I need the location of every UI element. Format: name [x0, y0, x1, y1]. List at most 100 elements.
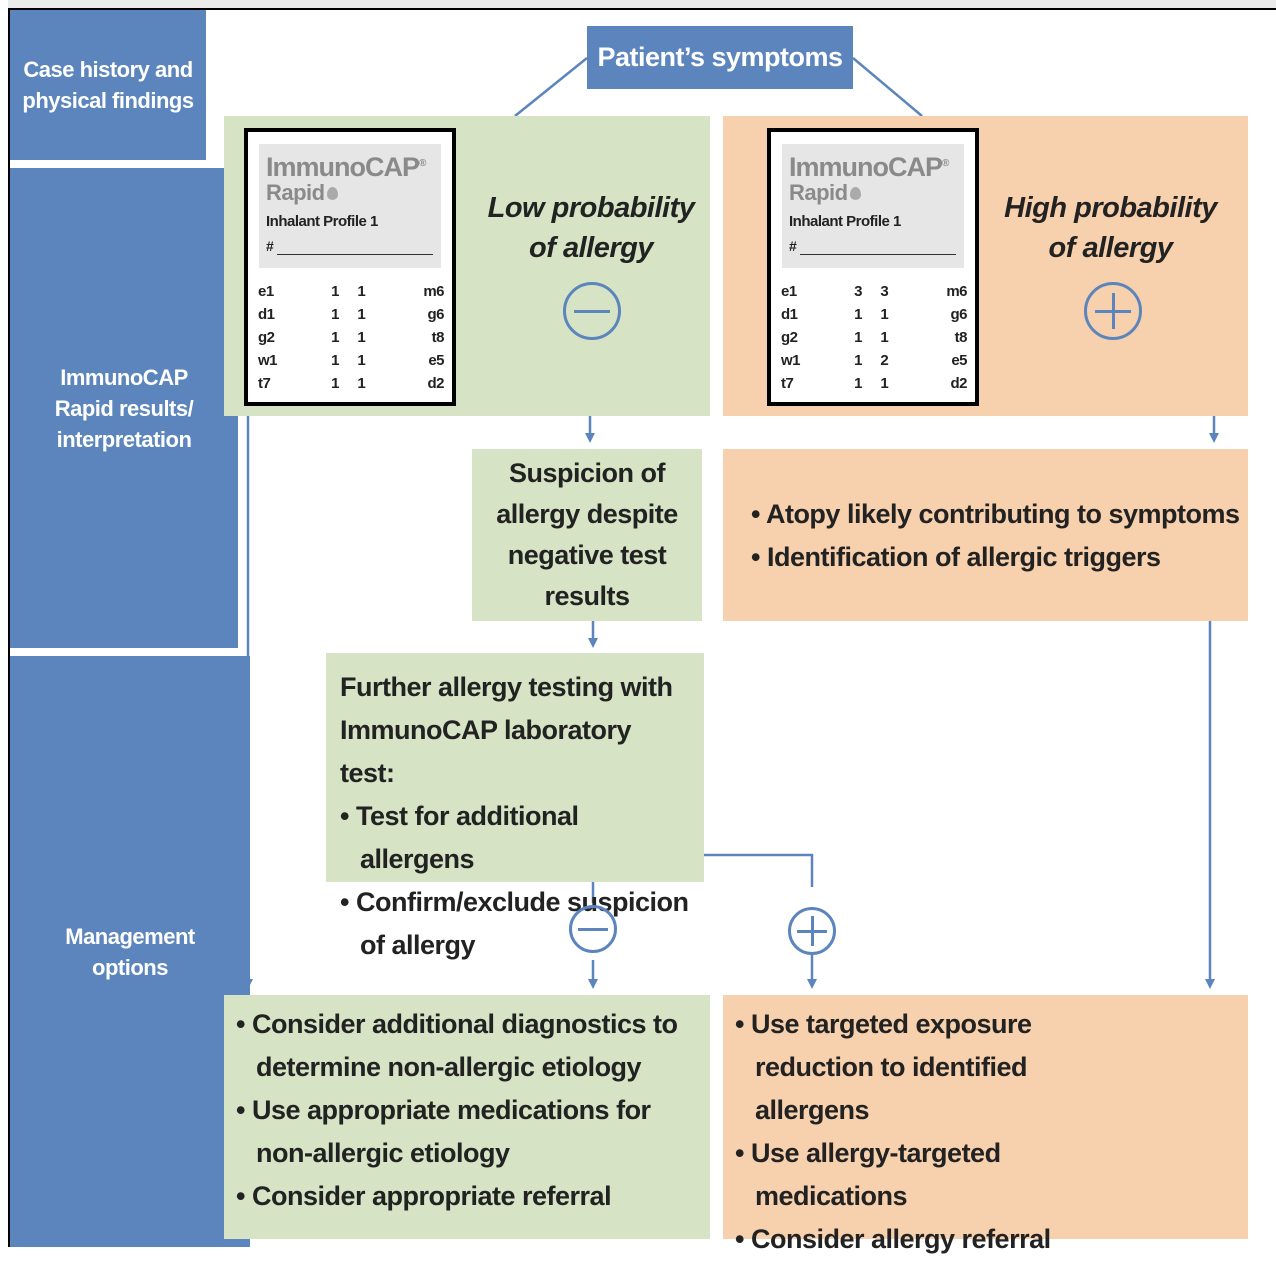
list-item: Consider appropriate referral — [236, 1175, 698, 1218]
table-row: d1 1 1 g6 — [258, 303, 444, 326]
sidebar-management: Management options — [10, 656, 250, 1247]
atopy-box: Atopy likely contributing to symptoms Id… — [723, 449, 1248, 621]
list-item: Use allergy-targeted medications — [735, 1132, 1148, 1218]
table-cell: 1 — [854, 329, 862, 346]
connector-title-right — [852, 57, 923, 117]
plus-circle-icon — [1084, 282, 1142, 340]
table-cell: d2 — [427, 375, 444, 392]
table-cell: g6 — [427, 306, 444, 323]
table-row: t7 1 1 d2 — [781, 372, 967, 395]
drop-icon — [849, 187, 861, 200]
table-cell: d1 — [781, 306, 798, 323]
minus-circle-icon — [569, 905, 617, 953]
table-cell: 1 — [331, 306, 339, 323]
card-header: ImmunoCAP® Rapid Inhalant Profile 1 # — [259, 144, 441, 268]
table-cell: 1 — [357, 375, 366, 392]
table-cell: 1 — [880, 329, 889, 346]
table-cell: 1 — [357, 306, 366, 323]
list-item: Test for additional allergens — [340, 795, 690, 881]
immunocap-card-high: ImmunoCAP® Rapid Inhalant Profile 1 # e1… — [767, 128, 979, 406]
table-cell: 1 — [880, 306, 889, 323]
table-cell: 3 — [854, 283, 862, 300]
further-heading: Further allergy testing with ImmunoCAP l… — [340, 672, 673, 788]
table-row: g2 1 1 t8 — [781, 326, 967, 349]
table-cell: 1 — [331, 352, 339, 369]
table-cell: t8 — [431, 329, 445, 346]
table-cell: 1 — [331, 375, 339, 392]
number-label: # — [266, 238, 274, 254]
table-cell: 1 — [357, 352, 366, 369]
list-item: Use appropriate medications for non-alle… — [236, 1089, 698, 1175]
high-probability-panel: ImmunoCAP® Rapid Inhalant Profile 1 # e1… — [723, 116, 1248, 416]
sidebar-case-history: Case history and physical findings — [10, 10, 206, 160]
number-line — [800, 254, 956, 255]
table-cell: m6 — [423, 283, 444, 300]
minus-circle-icon — [563, 282, 621, 340]
result-table-low: e1 1 1 m6 d1 1 1 g6 g2 1 1 t8 w1 1 1 e5 t7 1 1 d2 — [258, 280, 444, 395]
management-high-box: Use targeted exposure reduction to ident… — [723, 995, 1248, 1254]
plus-circle-icon — [788, 907, 836, 955]
table-cell: 1 — [854, 375, 862, 392]
table-row: w1 1 1 e5 — [258, 349, 444, 372]
patient-symptoms-title: Patient’s symptoms — [587, 26, 853, 89]
immunocap-logo: ImmunoCAP® — [266, 152, 426, 182]
table-cell: t7 — [781, 375, 794, 392]
table-cell: d1 — [258, 306, 275, 323]
drop-icon — [326, 187, 338, 200]
low-probability-panel: ImmunoCAP® Rapid Inhalant Profile 1 # e1… — [224, 116, 710, 416]
management-high-list: Use targeted exposure reduction to ident… — [735, 1003, 1148, 1261]
table-cell: 1 — [854, 352, 862, 369]
table-row: e1 1 1 m6 — [258, 280, 444, 303]
table-cell: g2 — [258, 329, 275, 346]
immunocap-card-low: ImmunoCAP® Rapid Inhalant Profile 1 # e1… — [244, 128, 456, 406]
table-cell: d2 — [950, 375, 967, 392]
diagram-frame — [8, 8, 1276, 1247]
further-testing-box: Further allergy testing with ImmunoCAP l… — [326, 653, 704, 960]
connector-title-left — [514, 57, 588, 117]
profile-label: Inhalant Profile 1 — [266, 213, 378, 230]
table-cell: 1 — [357, 329, 366, 346]
list-item: Identification of allergic triggers — [751, 536, 1248, 579]
card-header: ImmunoCAP® Rapid Inhalant Profile 1 # — [782, 144, 964, 268]
further-list: Test for additional allergens Confirm/ex… — [340, 795, 690, 967]
table-row: g2 1 1 t8 — [258, 326, 444, 349]
table-cell: 1 — [357, 283, 366, 300]
number-label: # — [789, 238, 797, 254]
table-cell: g2 — [781, 329, 798, 346]
list-item: Consider additional diagnostics to deter… — [236, 1003, 698, 1089]
list-item: Confirm/exclude suspicion of allergy — [340, 881, 690, 967]
connector-further-plus — [704, 853, 814, 887]
table-cell: e5 — [951, 352, 967, 369]
table-cell: 1 — [854, 306, 862, 323]
table-cell: e1 — [258, 283, 274, 300]
profile-label: Inhalant Profile 1 — [789, 213, 901, 230]
sidebar-rapid-results: ImmunoCAP Rapid results/ interpretation — [10, 168, 238, 648]
list-item: Consider allergy referral — [735, 1218, 1148, 1261]
table-cell: e5 — [428, 352, 444, 369]
table-cell: t8 — [954, 329, 968, 346]
table-cell: w1 — [258, 352, 278, 369]
management-low-list: Consider additional diagnostics to deter… — [236, 1003, 698, 1218]
atopy-list: Atopy likely contributing to symptoms Id… — [751, 493, 1248, 579]
top-band — [8, 0, 1276, 8]
table-cell: 3 — [880, 283, 889, 300]
table-cell: 1 — [331, 329, 339, 346]
table-cell: m6 — [946, 283, 967, 300]
table-row: t7 1 1 d2 — [258, 372, 444, 395]
table-cell: 1 — [880, 375, 889, 392]
immunocap-logo: ImmunoCAP® — [789, 152, 949, 182]
table-cell: 2 — [880, 352, 889, 369]
list-item: Atopy likely contributing to symptoms — [751, 493, 1248, 536]
table-cell: 1 — [331, 283, 339, 300]
rapid-label: Rapid — [789, 180, 861, 206]
table-cell: t7 — [258, 375, 271, 392]
management-low-box: Consider additional diagnostics to deter… — [224, 995, 710, 1239]
list-item: Use targeted exposure reduction to ident… — [735, 1003, 1148, 1132]
rapid-label: Rapid — [266, 180, 338, 206]
